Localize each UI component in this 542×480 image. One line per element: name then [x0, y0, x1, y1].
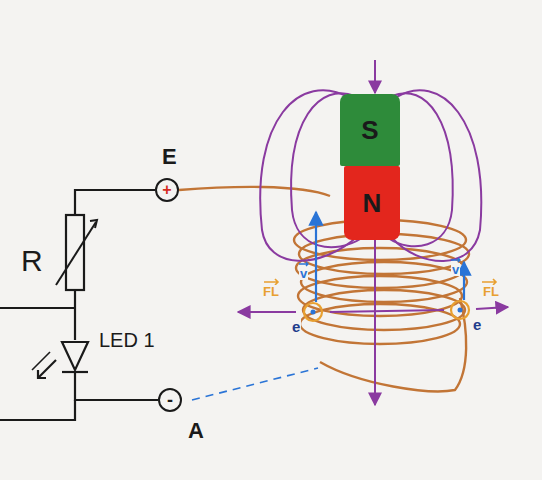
dashed-wire: [192, 368, 318, 400]
velocity-vector-mark: [299, 258, 460, 266]
circuit-wire: [0, 190, 158, 420]
terminal-polarity: +: [162, 182, 171, 198]
magnet-pole: S: [340, 94, 400, 166]
force-label: FL: [262, 285, 280, 298]
force-label: FL: [482, 285, 500, 298]
magnet-pole: N: [344, 166, 400, 240]
component-label: LED 1: [98, 330, 156, 350]
velocity-label: v: [451, 263, 460, 276]
led-symbol: [32, 342, 88, 378]
pole-label: S: [361, 117, 378, 143]
terminal-name: E: [162, 146, 177, 168]
resistor-symbol: [56, 215, 97, 290]
component-label: R: [20, 246, 44, 276]
terminal-name: A: [188, 420, 204, 442]
terminal: E+: [155, 178, 179, 202]
coil-wire: [179, 187, 466, 391]
terminal: -A: [158, 388, 182, 412]
pole-label: N: [363, 190, 382, 216]
terminal-polarity: -: [167, 391, 173, 409]
electron-label: e: [472, 317, 482, 332]
coil-winding: [300, 304, 460, 344]
electron: [304, 301, 469, 321]
field-line: [238, 60, 508, 405]
velocity-label: v: [299, 267, 308, 280]
electron-label: e: [291, 319, 301, 334]
